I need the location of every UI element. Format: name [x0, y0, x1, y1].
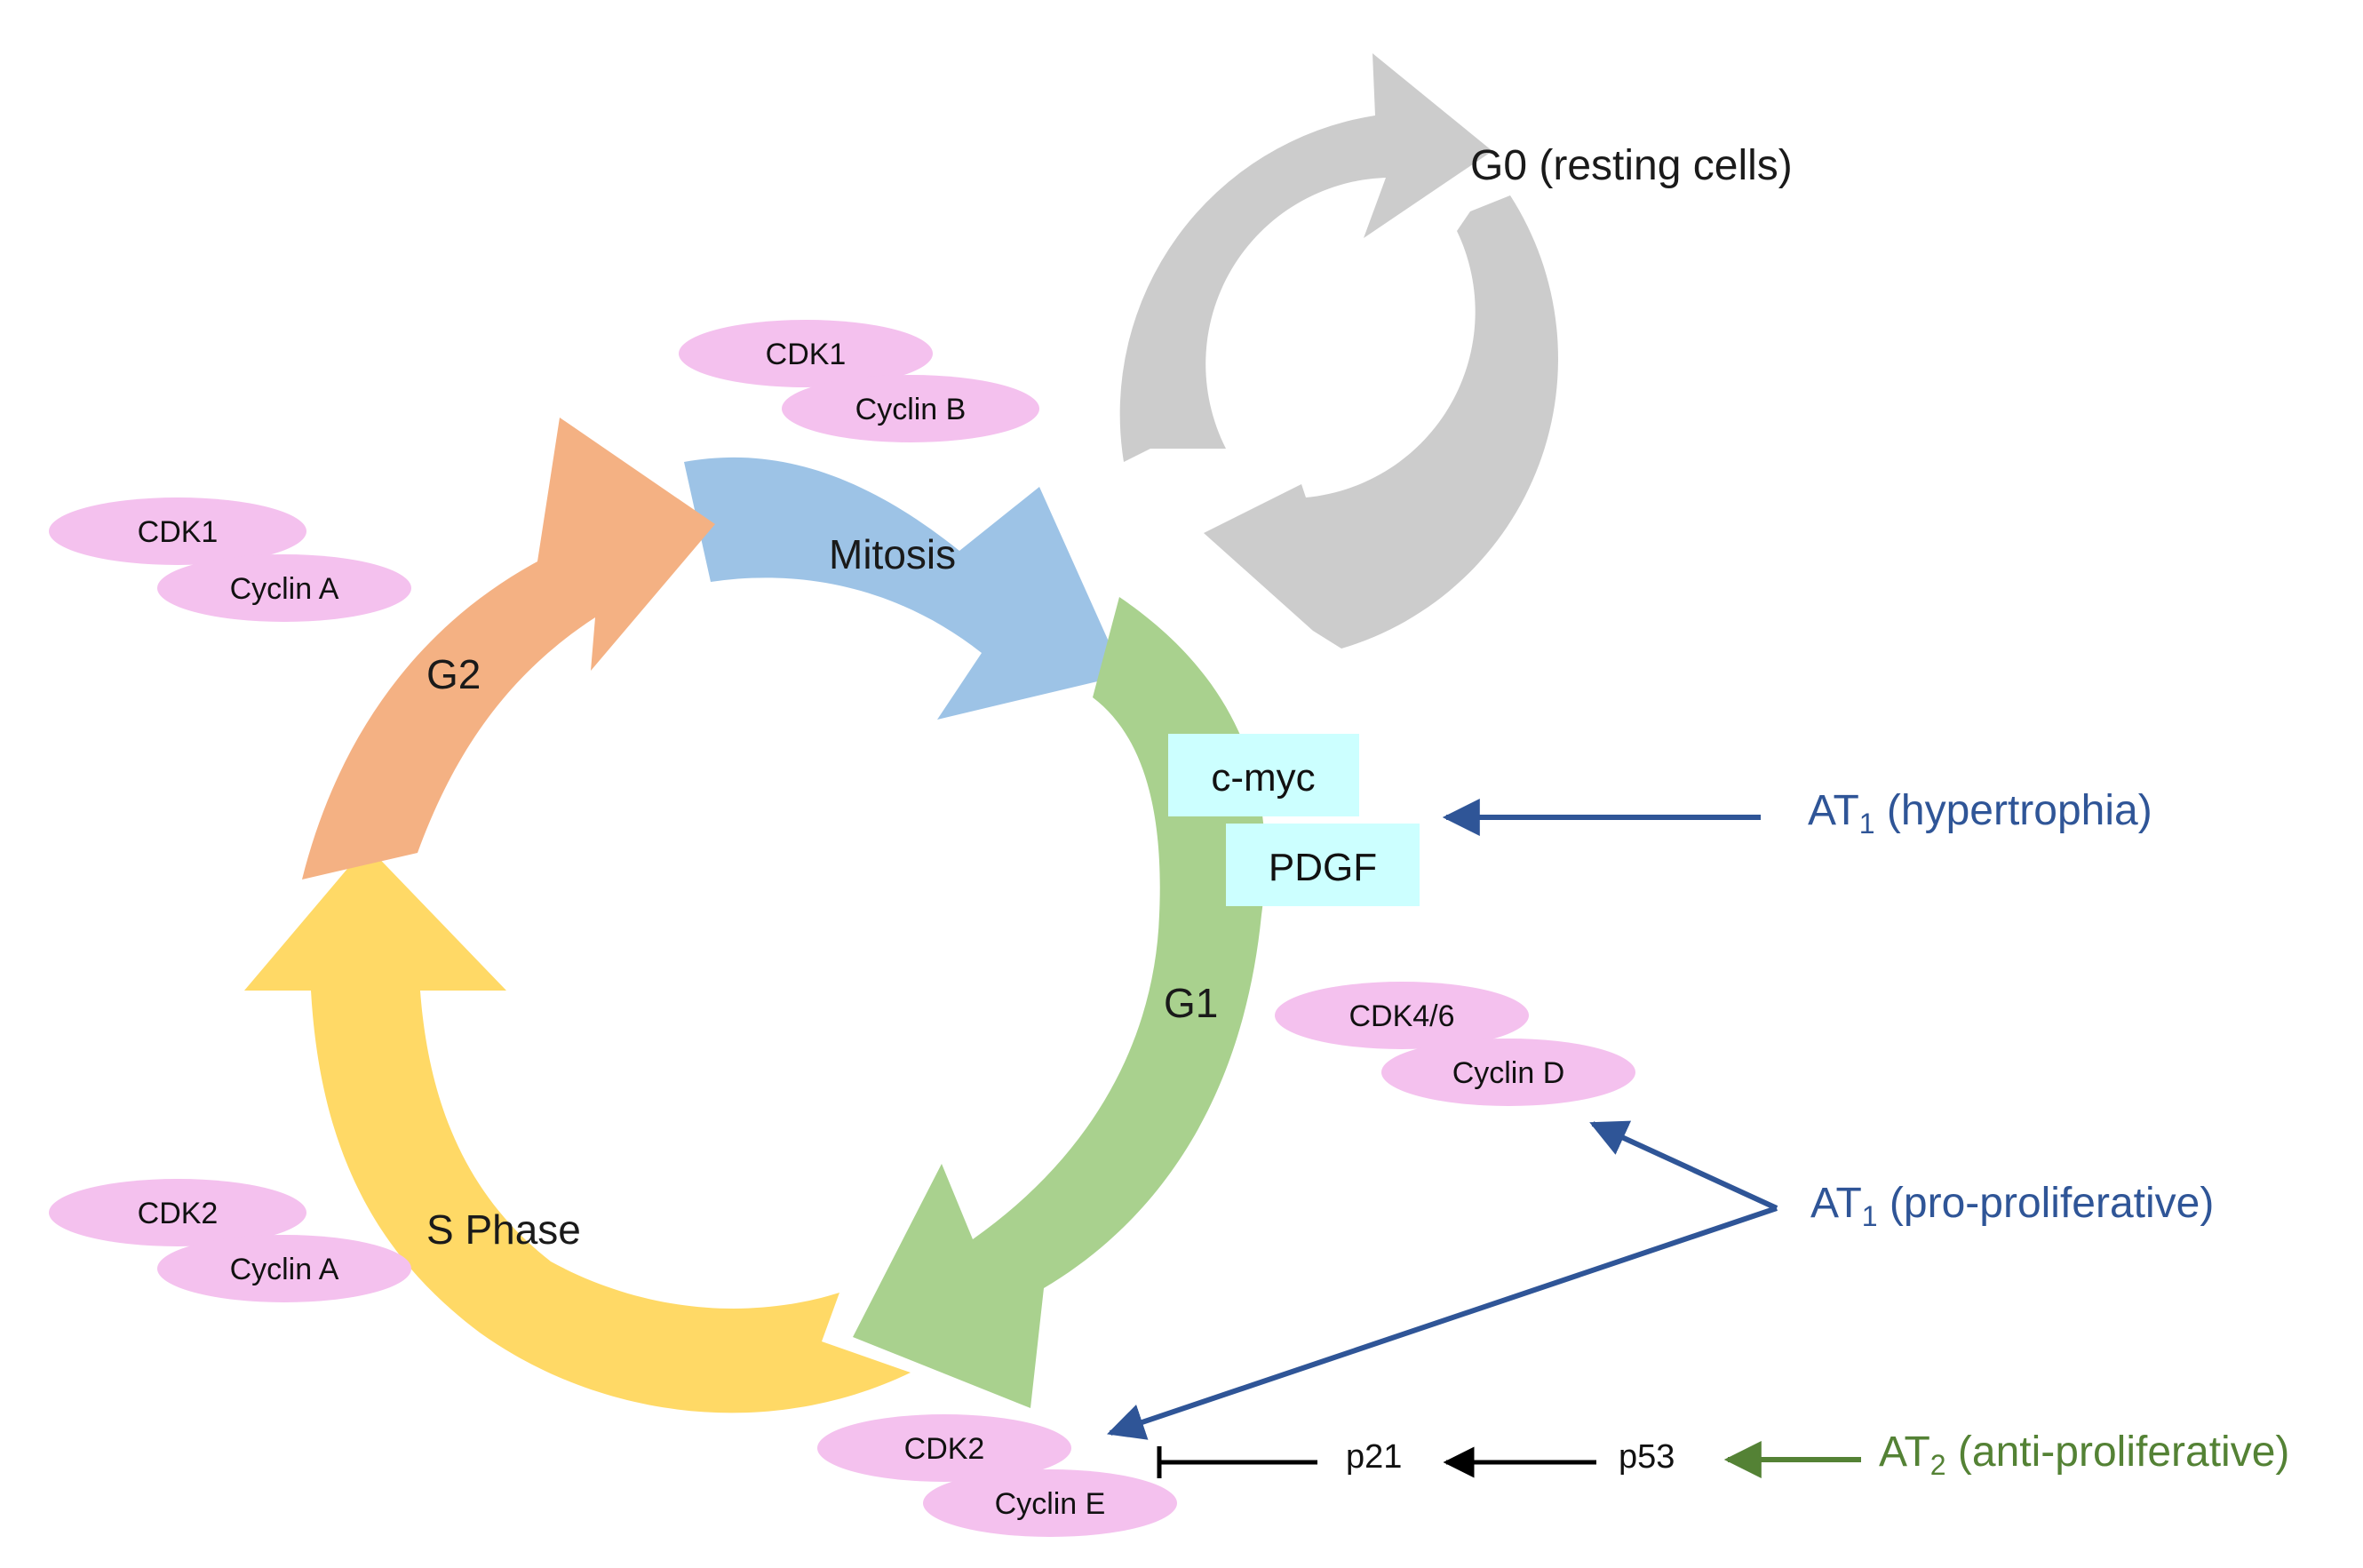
cyclin-e-label: Cyclin E [995, 1487, 1106, 1521]
cdk1-ellipse [679, 320, 933, 387]
cyclin-d-label: Cyclin D [1452, 1056, 1565, 1090]
pdgf-box [1226, 824, 1420, 906]
complex-cdk1-cyclin-a: CDK1 Cyclin A [49, 497, 411, 622]
growth-factors: c-myc PDGF [1168, 734, 1420, 906]
cyclin-b-label: Cyclin B [855, 393, 967, 426]
cdk2-ellipse [817, 1414, 1071, 1482]
cmyc-box [1168, 734, 1359, 816]
cyclin-b-ellipse [782, 375, 1039, 442]
mitosis-label: Mitosis [829, 531, 956, 577]
complex-cdk2-cyclin-e: CDK2 Cyclin E [817, 1414, 1177, 1537]
p53-label: p53 [1619, 1438, 1675, 1476]
g0-upper-arrow [1119, 53, 1492, 462]
phase-g2: G2 [302, 418, 715, 880]
g0-label: G0 (resting cells) [1470, 142, 1793, 189]
s-phase-label: S Phase [426, 1206, 581, 1253]
g1-arrow [853, 597, 1266, 1408]
cdk2-label: CDK2 [138, 1197, 219, 1230]
at2-antiproliferative: AT2 (anti-proliferative) [1723, 1429, 2289, 1481]
phase-mitosis: Mitosis [684, 457, 1124, 720]
phase-g1: G1 [853, 597, 1266, 1408]
pdgf-label: PDGF [1269, 846, 1377, 889]
complex-cdk2-cyclin-a: CDK2 Cyclin A [49, 1179, 411, 1302]
cyclin-a-label: Cyclin A [230, 572, 339, 606]
at1-to-cyclin-e-arrow [1107, 1206, 1778, 1440]
cdk1-ellipse [49, 497, 306, 565]
at1-hypertrophia: AT1 (hypertrophia) [1442, 787, 2152, 840]
cdk2-ellipse [49, 1179, 306, 1246]
at1-proliferative-label: AT1 (pro-proliferative) [1810, 1180, 2214, 1232]
cmyc-label: c-myc [1211, 756, 1315, 800]
phase-s: S Phase [244, 846, 911, 1413]
at2-antiproliferative-label: AT2 (anti-proliferative) [1879, 1429, 2289, 1481]
cyclin-a-ellipse [157, 554, 411, 622]
cdk46-ellipse [1275, 982, 1529, 1049]
g2-arrow [302, 418, 715, 880]
cdk1-label: CDK1 [138, 515, 219, 549]
cyclin-a-ellipse [157, 1235, 411, 1302]
g1-label: G1 [1164, 980, 1218, 1026]
cdk46-label: CDK4/6 [1349, 999, 1454, 1033]
g0-cycle: G0 (resting cells) [1119, 53, 1793, 649]
cyclin-e-ellipse [923, 1469, 1177, 1537]
at1-to-cyclin-d-arrow [1589, 1120, 1778, 1211]
cyclin-a-label: Cyclin A [230, 1253, 339, 1286]
cdk1-label: CDK1 [766, 338, 847, 371]
cyclin-d-ellipse [1381, 1039, 1635, 1106]
complex-cdk1-cyclin-b: CDK1 Cyclin B [679, 320, 1039, 442]
p53-p21-pathway: p53 p21 [1157, 1438, 1675, 1478]
g0-lower-arrow [1204, 195, 1558, 649]
at1-hypertrophia-label: AT1 (hypertrophia) [1808, 787, 2152, 840]
cdk2-label: CDK2 [904, 1432, 985, 1466]
p21-label: p21 [1346, 1438, 1402, 1476]
g2-label: G2 [426, 651, 481, 697]
mitosis-arrow [684, 457, 1124, 720]
at1-proliferative: AT1 (pro-proliferative) [1107, 1120, 2214, 1440]
complex-cdk46-cyclin-d: CDK4/6 Cyclin D [1275, 982, 1635, 1106]
s-phase-arrow [244, 846, 911, 1413]
